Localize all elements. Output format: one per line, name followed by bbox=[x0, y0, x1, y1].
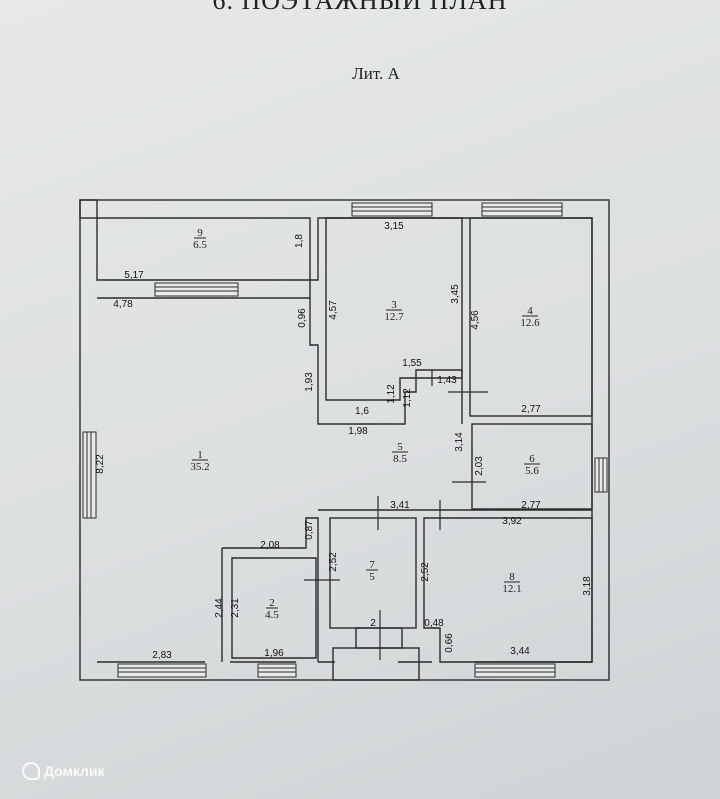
room-2-wall bbox=[222, 517, 319, 662]
dimension-label: 2,52 bbox=[420, 562, 431, 582]
svg-text:1: 1 bbox=[197, 449, 203, 461]
dimension-label: 2,77 bbox=[521, 404, 541, 415]
dimension-label: 2,77 bbox=[521, 500, 541, 511]
dimension-label: 1,98 bbox=[348, 426, 368, 437]
dimension-label: 0,66 bbox=[444, 633, 455, 653]
dimension-label: 3,92 bbox=[502, 516, 522, 527]
dimension-label: 1,12 bbox=[402, 388, 413, 408]
svg-text:4.5: 4.5 bbox=[265, 609, 279, 621]
dimension-label: 3,15 bbox=[384, 221, 404, 232]
dimension-label: 2,83 bbox=[152, 650, 172, 661]
svg-text:8.5: 8.5 bbox=[393, 453, 407, 465]
dimension-label: 1,12 bbox=[386, 384, 397, 404]
dimension-label: 3,41 bbox=[390, 500, 410, 511]
window-right bbox=[594, 457, 608, 493]
room-4-label: 412.6 bbox=[520, 305, 540, 329]
room-4-outline bbox=[469, 217, 593, 417]
svg-text:9: 9 bbox=[197, 227, 203, 239]
svg-text:6: 6 bbox=[529, 453, 535, 465]
inner-wall-outline bbox=[97, 217, 593, 663]
entry-step bbox=[332, 647, 420, 681]
dimension-label: 1,93 bbox=[304, 372, 315, 392]
svg-text:8: 8 bbox=[509, 571, 515, 583]
dimension-label: 0,87 bbox=[304, 520, 315, 540]
window-bottom-2 bbox=[257, 663, 297, 678]
svg-text:12.6: 12.6 bbox=[520, 317, 540, 329]
window-bottom-3 bbox=[474, 663, 556, 678]
room-8-outline bbox=[423, 517, 593, 663]
dimension-label: 2,31 bbox=[230, 598, 241, 618]
dimension-label: 2,44 bbox=[214, 598, 225, 618]
room-2-outline bbox=[231, 557, 317, 659]
room-2-label: 24.5 bbox=[265, 597, 279, 621]
room-7-label: 75 bbox=[366, 559, 378, 583]
room-3-outline bbox=[325, 217, 463, 401]
dimension-label: 1,55 bbox=[402, 358, 422, 369]
brand-name: Домклик bbox=[44, 763, 105, 779]
dimension-label: 4,78 bbox=[113, 299, 133, 310]
svg-text:4: 4 bbox=[527, 305, 533, 317]
room-3-label: 312.7 bbox=[384, 299, 404, 323]
room-9-outline bbox=[96, 217, 311, 281]
dimension-label: 2,08 bbox=[260, 540, 280, 551]
svg-text:12.1: 12.1 bbox=[502, 583, 521, 595]
room-6-outline bbox=[471, 423, 593, 510]
page-title: 6. ПОЭТАЖНЫЙ ПЛАН bbox=[212, 0, 508, 15]
svg-text:12.7: 12.7 bbox=[384, 311, 404, 323]
dimension-label: 3,18 bbox=[582, 576, 593, 596]
dimension-label: 3,45 bbox=[450, 284, 461, 304]
dimension-label: 4,57 bbox=[328, 300, 339, 320]
dimension-label: 5,17 bbox=[124, 270, 144, 281]
dimension-label: 1,8 bbox=[294, 234, 305, 248]
house-logo-icon bbox=[22, 762, 40, 780]
dimension-label: 2,52 bbox=[328, 552, 339, 572]
building-label: Лит. А bbox=[352, 64, 400, 83]
dimension-label: 4,56 bbox=[470, 310, 481, 330]
svg-text:7: 7 bbox=[369, 559, 375, 571]
svg-text:35.2: 35.2 bbox=[190, 461, 209, 473]
corner-box bbox=[79, 199, 98, 219]
room-6-label: 65.6 bbox=[524, 453, 540, 477]
window-top-1 bbox=[351, 202, 433, 217]
brand-watermark: Домклик bbox=[22, 762, 105, 780]
room-7-niche bbox=[355, 627, 403, 649]
window-left bbox=[82, 431, 97, 519]
dimension-label: 3,44 bbox=[510, 646, 530, 657]
dimension-label: 0,48 bbox=[424, 618, 444, 629]
window-top-2 bbox=[481, 202, 563, 217]
svg-text:5: 5 bbox=[369, 571, 375, 583]
svg-text:5.6: 5.6 bbox=[525, 465, 539, 477]
dimension-label: 8,22 bbox=[95, 454, 106, 474]
outer-wall-outline bbox=[79, 199, 610, 681]
dimension-label: 1,96 bbox=[264, 648, 284, 659]
svg-text:3: 3 bbox=[391, 299, 397, 311]
dimension-label: 3,14 bbox=[454, 432, 465, 452]
svg-text:2: 2 bbox=[269, 597, 275, 609]
window-bottom-1 bbox=[117, 663, 207, 678]
room-1-label: 135.2 bbox=[190, 449, 209, 473]
hall-wall bbox=[309, 298, 462, 425]
dimension-label: 2 bbox=[370, 618, 376, 629]
dimension-label: 1,43 bbox=[437, 375, 457, 386]
svg-text:5: 5 bbox=[397, 441, 403, 453]
window-room9 bbox=[154, 282, 239, 297]
room-8-label: 812.1 bbox=[502, 571, 521, 595]
dimension-label: 1,6 bbox=[355, 406, 369, 417]
room-5-label: 58.5 bbox=[392, 441, 408, 465]
dimension-label: 2,03 bbox=[474, 456, 485, 476]
svg-text:6.5: 6.5 bbox=[193, 239, 207, 251]
room-9-label: 96.5 bbox=[193, 227, 207, 251]
dimension-label: 0,96 bbox=[297, 308, 308, 328]
